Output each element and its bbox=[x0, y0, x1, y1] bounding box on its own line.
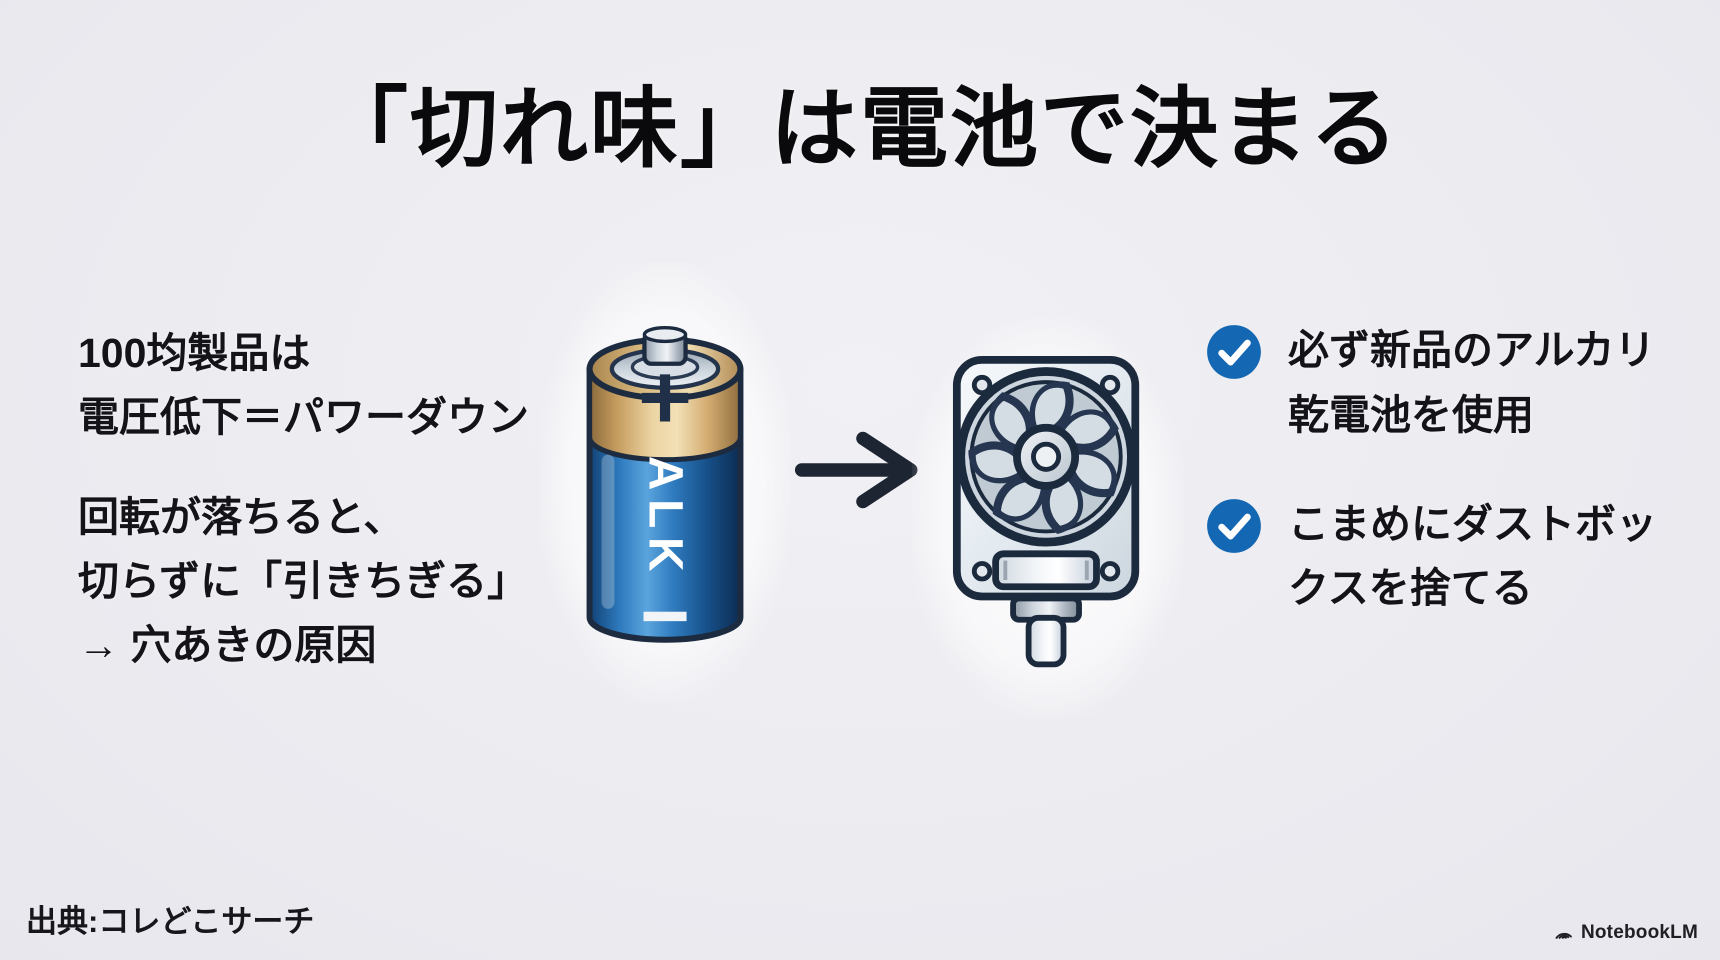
fan-device-illustration bbox=[912, 318, 1184, 718]
battery-plus-symbol: + bbox=[638, 345, 692, 449]
arrow-right-icon bbox=[794, 424, 928, 516]
notebooklm-logo-icon bbox=[1555, 932, 1572, 939]
left-text-block-1: 100均製品は 電圧低下＝パワーダウン bbox=[78, 330, 529, 440]
battery-label: ALK bbox=[639, 456, 692, 580]
brand-watermark: NotebookLM bbox=[1553, 922, 1698, 944]
page-title: 「切れ味」は電池で決まる bbox=[319, 79, 1400, 178]
checklist-item-text: こまめにダストボッ クスを捨てる bbox=[1288, 500, 1657, 612]
checklist-item: こまめにダストボッ クスを捨てる bbox=[1206, 492, 1696, 622]
battery-illustration: + ALK − bbox=[540, 262, 790, 702]
checklist-item-text: 必ず新品のアルカリ 乾電池を使用 bbox=[1288, 327, 1656, 438]
battery-icon: + ALK − bbox=[586, 326, 744, 662]
source-attribution: 出典:コレどこサーチ bbox=[26, 904, 315, 939]
checklist: 必ず新品のアルカリ 乾電池を使用 こまめにダストボッ クスを捨てる bbox=[1206, 318, 1696, 621]
check-circle-icon bbox=[1207, 325, 1261, 379]
battery-minus-symbol: − bbox=[640, 568, 690, 662]
fan-icon bbox=[952, 355, 1140, 668]
left-text-panel: 100均製品は 電圧低下＝パワーダウン 回転が落ちると、 切らずに「引きちぎる」… bbox=[78, 322, 568, 678]
brand-label: NotebookLM bbox=[1580, 922, 1698, 943]
left-text-block-2: 回転が落ちると、 切らずに「引きちぎる」 → 穴あきの原因 bbox=[78, 493, 529, 668]
check-circle-icon bbox=[1207, 498, 1261, 553]
checklist-item: 必ず新品のアルカリ 乾電池を使用 bbox=[1206, 318, 1696, 448]
